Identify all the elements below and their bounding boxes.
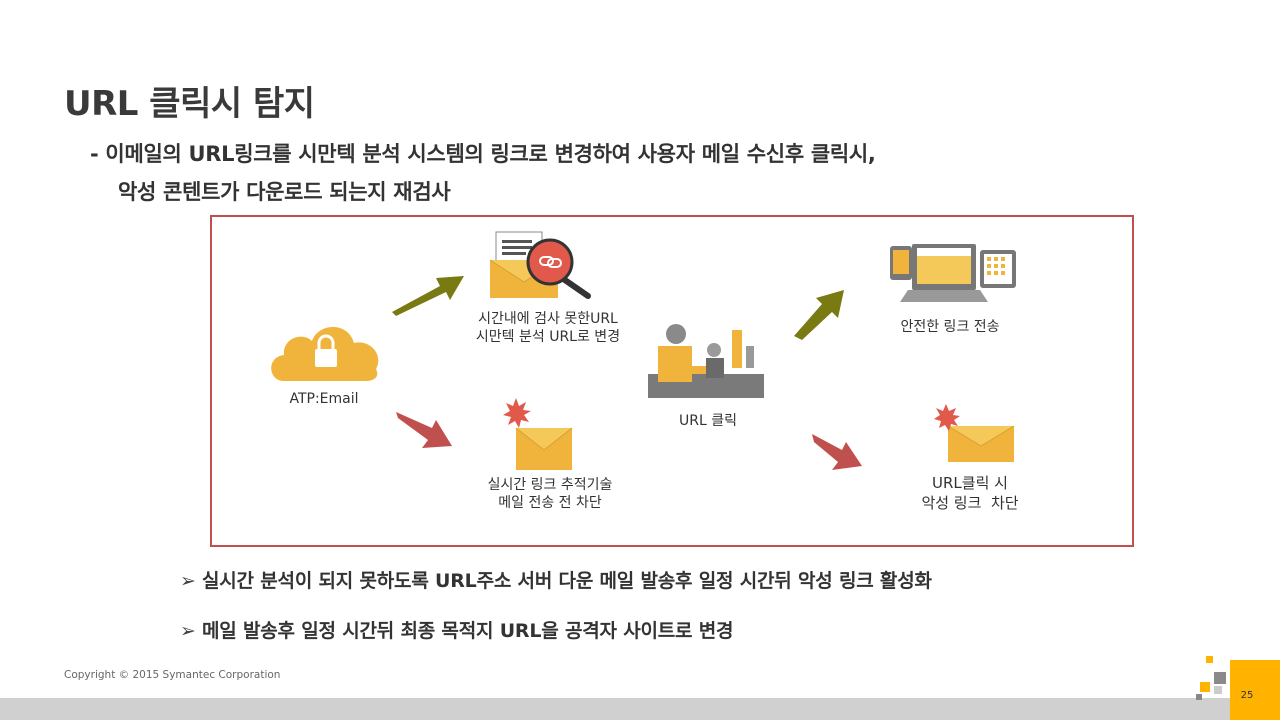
footer-bar [0,698,1280,720]
cloud-lock-icon [271,327,379,381]
arrow-to-safe-icon [794,290,844,340]
bullet-item-1: ➢ 실시간 분석이 되지 못하도록 URL주소 서버 다운 메일 발송후 일정 시… [180,566,932,593]
bullet-text-2: 메일 발송후 일정 시간뒤 최종 목적지 URL을 공격자 사이트로 변경 [202,620,734,642]
copyright-text: Copyright © 2015 Symantec Corporation [64,669,281,681]
arrow-to-malicious-icon [812,434,862,470]
atp-email-label: ATP:Email [289,391,359,407]
user-computer-icon [648,324,764,398]
bullet-arrow-icon: ➢ [180,570,196,592]
devices-icon [890,244,1016,302]
description-line-2: 악성 콘텐트가 다운로드 되는지 재검사 [118,180,451,204]
block-label-1: 실시간 링크 추적기술 [487,477,613,493]
envelope-malicious-icon [934,404,1015,462]
malicious-label-1: URL클릭 시 [932,474,1008,492]
envelope-burst-icon [503,398,573,470]
url-click-label: URL 클릭 [679,413,737,429]
bullet-item-2: ➢ 메일 발송후 일정 시간뒤 최종 목적지 URL을 공격자 사이트로 변경 [180,616,734,643]
page-number: 25 [1233,686,1261,706]
slide-title: URL 클릭시 탐지 [64,84,315,124]
safe-label: 안전한 링크 전송 [900,319,1000,335]
envelope-search-icon [489,231,591,299]
arrow-to-block-icon [396,412,452,448]
flow-diagram [210,215,1134,547]
malicious-label-2: 악성 링크 차단 [921,494,1019,512]
rewrite-label-1: 시간내에 검사 못한URL [478,311,618,327]
bullet-arrow-icon: ➢ [180,620,196,642]
arrow-to-rewrite-icon [392,276,464,316]
bullet-text-1: 실시간 분석이 되지 못하도록 URL주소 서버 다운 메일 발송후 일정 시간… [202,570,932,592]
description-line-1: - 이메일의 URL링크를 시만텍 분석 시스템의 링크로 변경하여 사용자 메… [90,142,876,166]
block-label-2: 메일 전송 전 차단 [498,495,602,511]
rewrite-label-2: 시만텍 분석 URL로 변경 [475,329,621,345]
